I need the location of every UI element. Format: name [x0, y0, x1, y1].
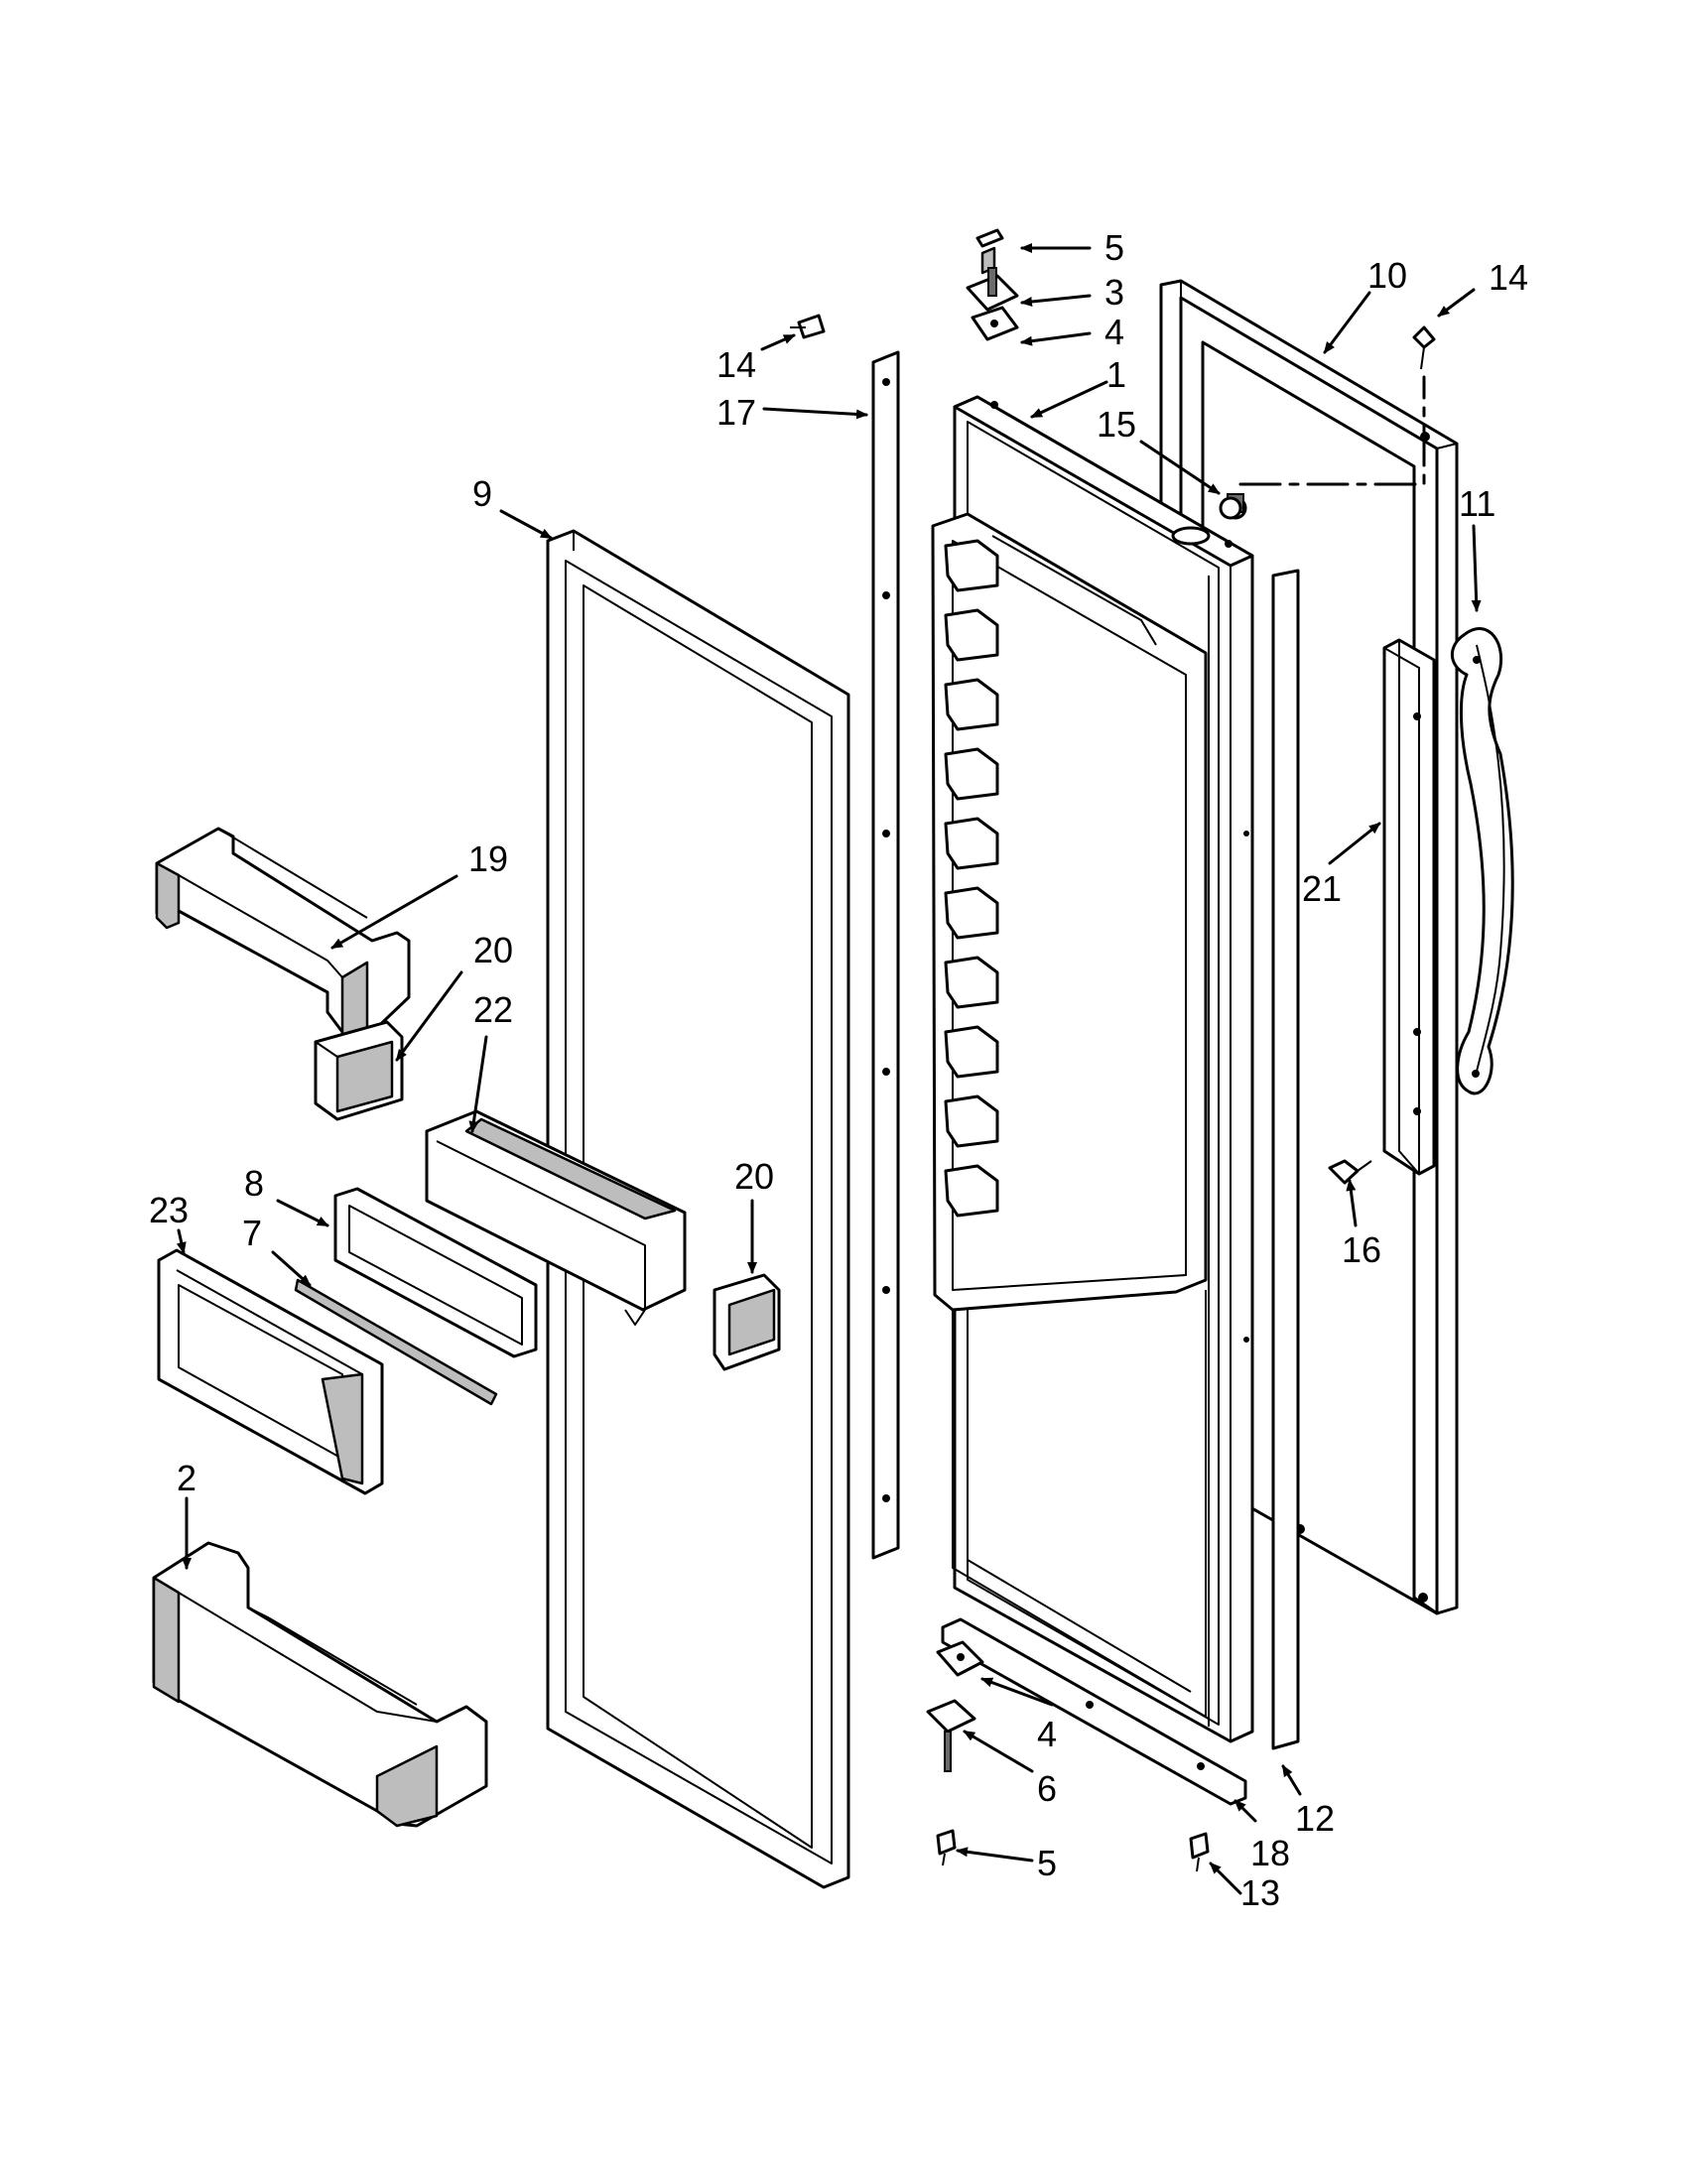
shelf-clips	[944, 539, 999, 1218]
callout-4-top: 4	[1104, 312, 1124, 352]
lower-door-bin	[152, 1541, 488, 1828]
callout-8: 8	[244, 1163, 264, 1204]
door-side-strip	[1271, 569, 1300, 1750]
callout-17: 17	[716, 392, 756, 433]
callout-10: 10	[1367, 255, 1407, 296]
door-liner	[931, 395, 1254, 1743]
callout-19: 19	[468, 838, 508, 879]
callout-6: 6	[1037, 1768, 1057, 1809]
callout-14-left: 14	[716, 344, 756, 385]
callout-11: 11	[1459, 483, 1495, 524]
door-gasket	[546, 529, 850, 1889]
seal-strip	[294, 1278, 498, 1406]
callout-labels: 5 3 4 1 10 14 14 17 15 9 11 19 20 22 21 …	[149, 227, 1528, 1913]
callout-20-left: 20	[473, 930, 513, 970]
callout-3: 3	[1104, 272, 1124, 313]
callout-13: 13	[1240, 1872, 1280, 1913]
callout-5-top: 5	[1104, 227, 1124, 268]
callout-14-right: 14	[1489, 257, 1528, 298]
callout-5-bottom: 5	[1037, 1843, 1057, 1883]
bin-bracket-left	[314, 1020, 404, 1121]
top-hinge-assembly	[790, 228, 1436, 520]
drawer-front	[157, 1248, 384, 1495]
bottom-hinge-bracket	[941, 1617, 1247, 1806]
window-frame	[333, 1187, 538, 1358]
callout-22: 22	[473, 989, 513, 1030]
callout-16: 16	[1342, 1229, 1381, 1270]
callout-20-mid: 20	[734, 1156, 774, 1197]
callout-1: 1	[1106, 354, 1126, 395]
handle-bracket	[1382, 638, 1436, 1176]
callout-7: 7	[242, 1213, 262, 1253]
upper-door-bin	[155, 827, 411, 1039]
gasket-strip	[871, 350, 900, 1560]
callout-9: 9	[472, 473, 492, 514]
callout-18: 18	[1250, 1833, 1290, 1873]
bottom-hinge-assembly	[926, 1159, 1372, 1872]
bin-bracket-middle	[713, 1273, 781, 1371]
callout-2: 2	[177, 1458, 196, 1498]
callout-12: 12	[1295, 1798, 1335, 1839]
callout-21: 21	[1302, 868, 1342, 909]
leader-lines	[176, 243, 1482, 1895]
callout-23: 23	[149, 1190, 189, 1230]
alignment-dashed-line	[1238, 375, 1426, 486]
callout-4-bottom: 4	[1037, 1714, 1057, 1754]
door-handle	[1450, 627, 1514, 1095]
callout-15: 15	[1097, 404, 1136, 445]
